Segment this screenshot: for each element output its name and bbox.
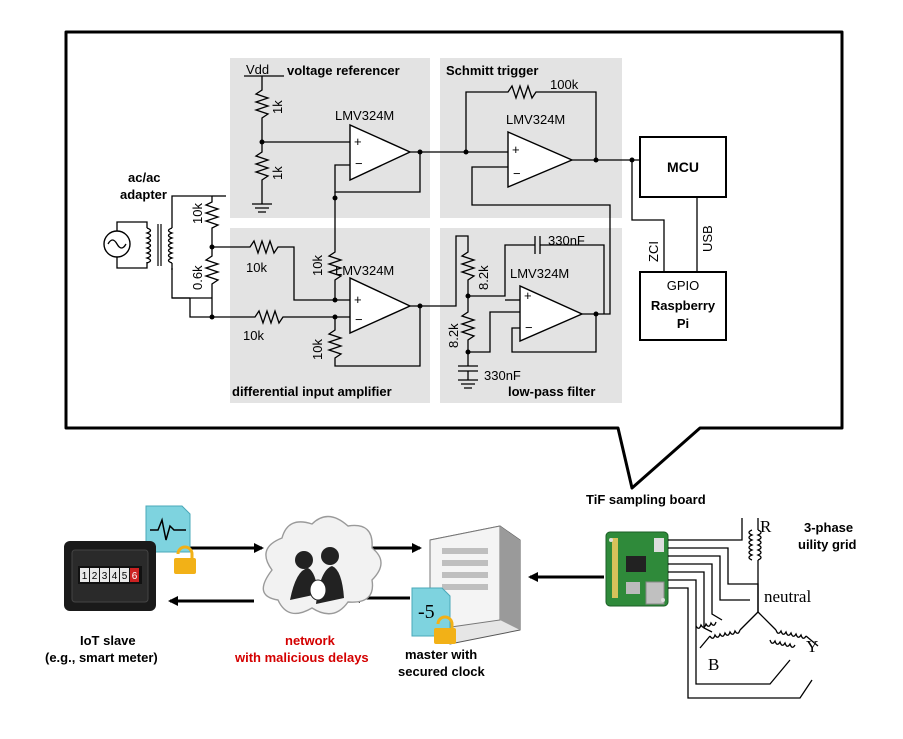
label-330nf-bottom: 330nF xyxy=(484,368,521,383)
svg-text:−: − xyxy=(355,156,363,171)
malicious-actor-icon xyxy=(290,547,344,604)
mcu-label: MCU xyxy=(667,159,699,175)
opamp-1 xyxy=(349,123,412,182)
capacitor-feedback xyxy=(468,236,605,314)
phase-b-label: B xyxy=(708,655,719,674)
label-vdd: Vdd xyxy=(246,62,269,77)
label-100k: 100k xyxy=(550,77,579,92)
grid-wires xyxy=(668,518,813,699)
master-lock-icon xyxy=(434,615,456,644)
label-usb: USB xyxy=(700,225,715,252)
opamp-2 xyxy=(349,276,412,335)
resistor-10k-ref xyxy=(326,245,344,300)
panel-voltage-reference xyxy=(230,58,430,218)
svg-text:−: − xyxy=(355,312,363,327)
ac-source-icon xyxy=(103,221,148,269)
meter-digit-5: 5 xyxy=(122,571,128,582)
sampling-board-label: TiF sampling board xyxy=(586,492,706,507)
opamp-label-1: LMV324M xyxy=(335,108,394,123)
label-1k-bottom: 1k xyxy=(270,166,285,180)
meter-digit-4: 4 xyxy=(112,571,118,582)
resistor-1k-bottom xyxy=(253,142,271,196)
label-82k-1: 8.2k xyxy=(476,265,491,290)
panel-title-schmitt-trigger: Schmitt trigger xyxy=(446,63,538,78)
svg-text:+: + xyxy=(354,292,362,307)
opamp-4 xyxy=(507,130,574,189)
network-label: network xyxy=(285,633,336,648)
label-10k-in1: 10k xyxy=(246,260,267,275)
label-zci: ZCI xyxy=(646,241,661,262)
resistor-06k-divider xyxy=(203,247,221,317)
resistor-1k-top xyxy=(253,76,271,142)
phase-y-label: Y xyxy=(806,637,818,656)
panel-title-differential-amplifier: differential input amplifier xyxy=(232,384,392,399)
iot-label: IoT slave xyxy=(80,633,136,648)
opamp-label-3: LMV324M xyxy=(510,266,569,281)
clock-offset-label: -5 xyxy=(418,601,435,623)
label-10k-divider: 10k xyxy=(190,203,205,224)
packet-lock-icon xyxy=(174,545,196,574)
master-label: master with xyxy=(405,647,477,662)
master-label-2: secured clock xyxy=(398,664,485,679)
resistor-10k-divider xyxy=(203,196,221,247)
raspberry-pi-label-2: Pi xyxy=(677,316,689,331)
ground-icon xyxy=(252,196,272,213)
meter-digit-3: 3 xyxy=(102,571,108,582)
meter-digits: 1 2 3 4 5 6 xyxy=(80,568,139,582)
grid-label-2: uility grid xyxy=(798,537,857,552)
capacitor-ground xyxy=(458,352,478,389)
resistor-82k-1 xyxy=(459,245,477,296)
panel-schmitt-trigger xyxy=(440,58,622,218)
label-10k-ref: 10k xyxy=(310,255,325,276)
label-330nf-top: 330nF xyxy=(548,233,585,248)
meter-digit-1: 1 xyxy=(82,571,88,582)
resistor-100k xyxy=(465,83,597,160)
raspberry-pi-label: Raspberry xyxy=(651,298,716,313)
label-06k-divider: 0.6k xyxy=(190,265,205,290)
grid-coils-icon xyxy=(695,518,819,649)
meter-digit-2: 2 xyxy=(92,571,98,582)
opamp-label-4: LMV324M xyxy=(506,112,565,127)
sampling-board-icon xyxy=(605,531,669,607)
panel-title-low-pass-filter: low-pass filter xyxy=(508,384,595,399)
resistor-10k-in2 xyxy=(240,308,350,326)
neutral-label: neutral xyxy=(764,587,811,606)
clock-file-icon: -5 xyxy=(411,587,451,637)
resistor-10k-fb xyxy=(326,306,421,367)
label-10k-fb: 10k xyxy=(310,339,325,360)
label-82k-2: 8.2k xyxy=(446,323,461,348)
resistor-82k-2 xyxy=(459,296,477,352)
gpio-label: GPIO xyxy=(667,278,700,293)
svg-text:+: + xyxy=(512,142,520,157)
network-label-2: with malicious delays xyxy=(234,650,369,665)
panel-title-voltage-reference: voltage referencer xyxy=(287,63,400,78)
opamp-3 xyxy=(519,284,584,343)
mcu-box xyxy=(639,136,727,198)
phase-r-label: R xyxy=(760,517,772,536)
label-1k-top: 1k xyxy=(270,100,285,114)
resistor-10k-in1 xyxy=(240,238,350,301)
svg-text:−: − xyxy=(513,166,521,181)
raspberry-pi-box xyxy=(639,271,727,341)
label-10k-in2: 10k xyxy=(243,328,264,343)
svg-text:+: + xyxy=(524,288,532,303)
adapter-label: ac/ac xyxy=(128,170,161,185)
opamp-label-2: LMV324M xyxy=(335,263,394,278)
meter-digit-6: 6 xyxy=(132,571,138,582)
panel-differential-amplifier xyxy=(230,228,430,403)
iot-label-2: (e.g., smart meter) xyxy=(45,650,158,665)
svg-text:−: − xyxy=(525,320,533,335)
adapter-label-2: adapter xyxy=(120,187,167,202)
svg-text:+: + xyxy=(354,134,362,149)
grid-label: 3-phase xyxy=(804,520,853,535)
